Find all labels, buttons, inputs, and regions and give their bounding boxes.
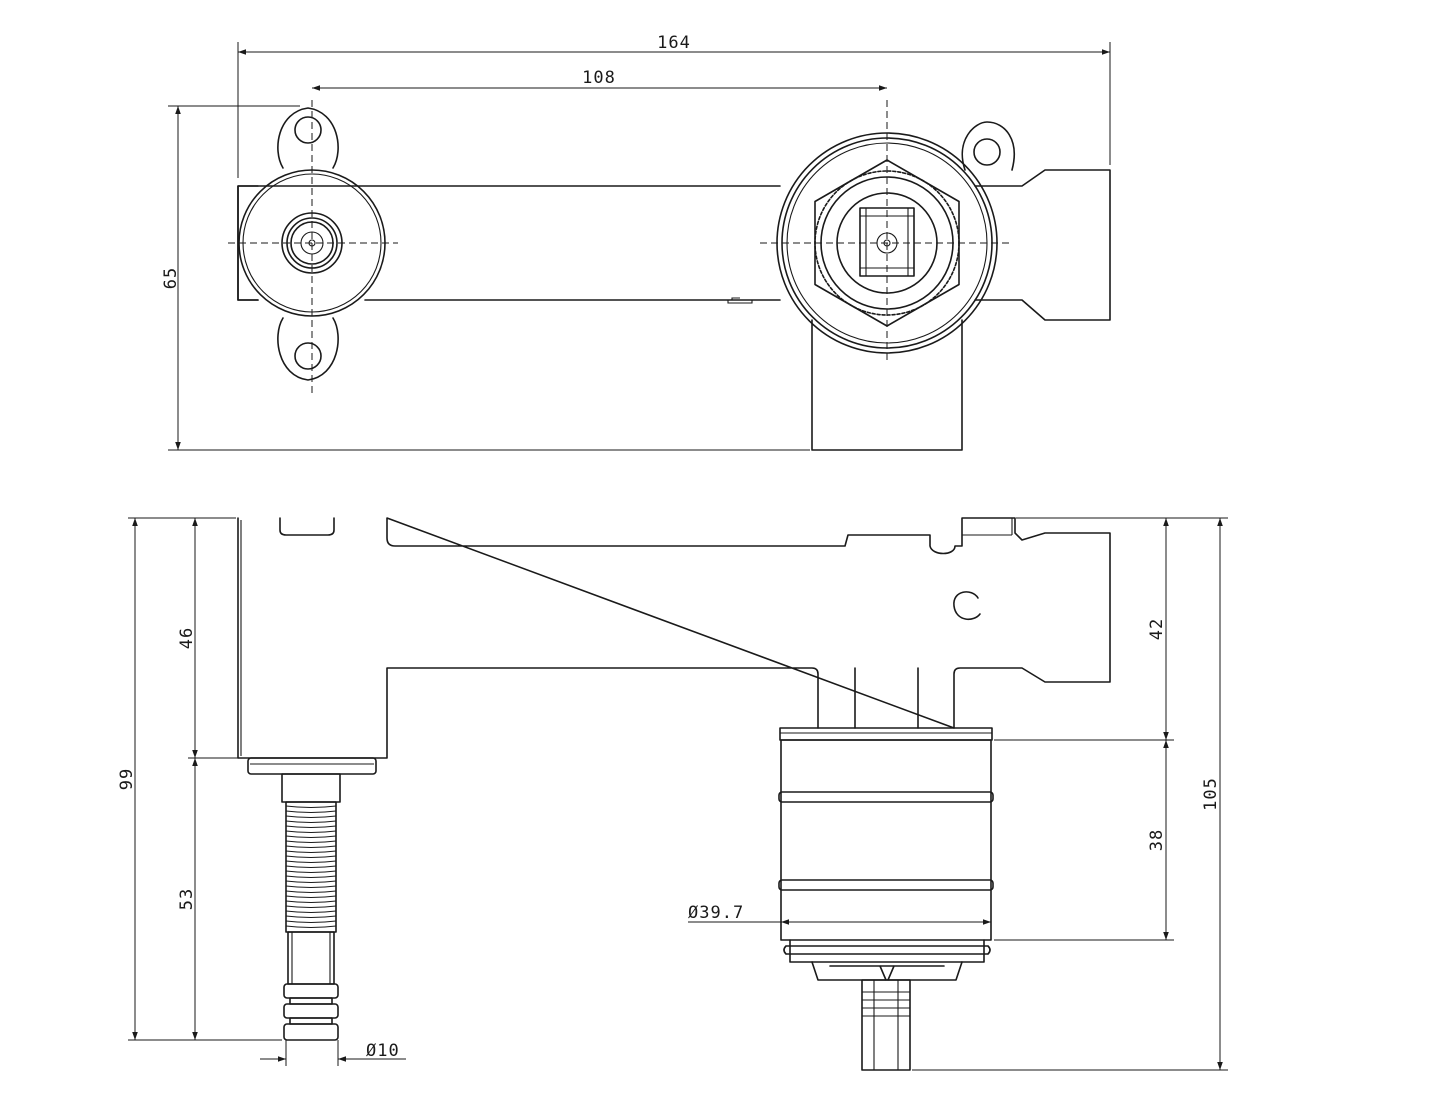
thread-line [285, 810, 337, 813]
cartridge-bottom-skirt [811, 961, 963, 981]
thread-line [285, 865, 337, 868]
thread-line [285, 920, 337, 923]
dim-164: 164 [657, 33, 691, 53]
thread-line [285, 880, 337, 883]
left-stem-ring-c [283, 1003, 339, 1019]
thread-line [285, 805, 337, 808]
thread-line [285, 860, 337, 863]
cartridge-top-cap [779, 727, 993, 741]
dim-46: 46 [177, 627, 197, 649]
thread-line [285, 820, 337, 823]
thread-line [285, 890, 337, 893]
right-outlet [974, 169, 1111, 321]
thread-line [285, 870, 337, 873]
cartridge-spindle [861, 979, 911, 1071]
cartridge-band-lower [778, 879, 994, 891]
left-stem-ring-d [289, 1017, 333, 1025]
thread-line [285, 885, 337, 888]
side-view-dimensions: 99 46 53 Ø10 105 42 38 Ø39.7 [117, 517, 1228, 1071]
cartridge-thread [783, 939, 991, 963]
thread-line [285, 925, 337, 928]
thread-line [285, 915, 337, 918]
top-view [228, 100, 1111, 451]
thread-line [285, 835, 337, 838]
dim-105: 105 [1201, 777, 1221, 811]
left-stem-flange [247, 757, 377, 775]
top-view-dimensions: 164 108 65 [161, 33, 1111, 451]
left-stem-collar [281, 773, 341, 803]
side-top-slot-right [962, 517, 1013, 536]
dim-38: 38 [1147, 829, 1167, 851]
thread-line [285, 830, 337, 833]
cartridge-band-upper [778, 791, 994, 803]
clip-mark [727, 297, 753, 304]
side-view [237, 517, 1111, 1071]
thread-line [285, 900, 337, 903]
bottom-leg [811, 319, 963, 451]
thread-line [285, 815, 337, 818]
left-stem-ring-b [289, 997, 333, 1005]
side-body-outline [237, 517, 1111, 759]
right-square-stem-lines [860, 208, 914, 276]
dim-d39-7: Ø39.7 [688, 903, 744, 923]
cartridge-spindle-grooves [862, 980, 910, 1070]
thread-line [285, 910, 337, 913]
thread-line [285, 850, 337, 853]
dim-53: 53 [177, 888, 197, 910]
thread-line [285, 825, 337, 828]
dim-99: 99 [117, 768, 137, 790]
left-stem-shaft-lines [291, 932, 331, 984]
left-mount-hole-top [294, 116, 322, 144]
side-top-slot-left [279, 517, 335, 536]
left-stem-shaft [287, 931, 335, 985]
thread-line [285, 840, 337, 843]
right-lug-hole [973, 138, 1001, 166]
left-stem-threads [285, 805, 337, 928]
thread-line [285, 895, 337, 898]
dim-42: 42 [1147, 618, 1167, 640]
side-clip-symbol [953, 591, 981, 621]
left-stem-tip [283, 1023, 339, 1041]
cartridge-neck-lines [854, 667, 919, 729]
dim-108: 108 [582, 68, 616, 88]
thread-line [285, 875, 337, 878]
dim-d10: Ø10 [366, 1041, 400, 1061]
thread-line [285, 855, 337, 858]
left-mount-hole-bottom [294, 342, 322, 370]
thread-line [285, 845, 337, 848]
dim-65: 65 [161, 267, 181, 289]
left-stem-ring-a [283, 983, 339, 999]
cartridge-body [780, 739, 992, 941]
right-lug [961, 121, 1015, 171]
left-mounting-flange [277, 107, 339, 381]
thread-line [285, 905, 337, 908]
body-left-cap [237, 185, 259, 301]
